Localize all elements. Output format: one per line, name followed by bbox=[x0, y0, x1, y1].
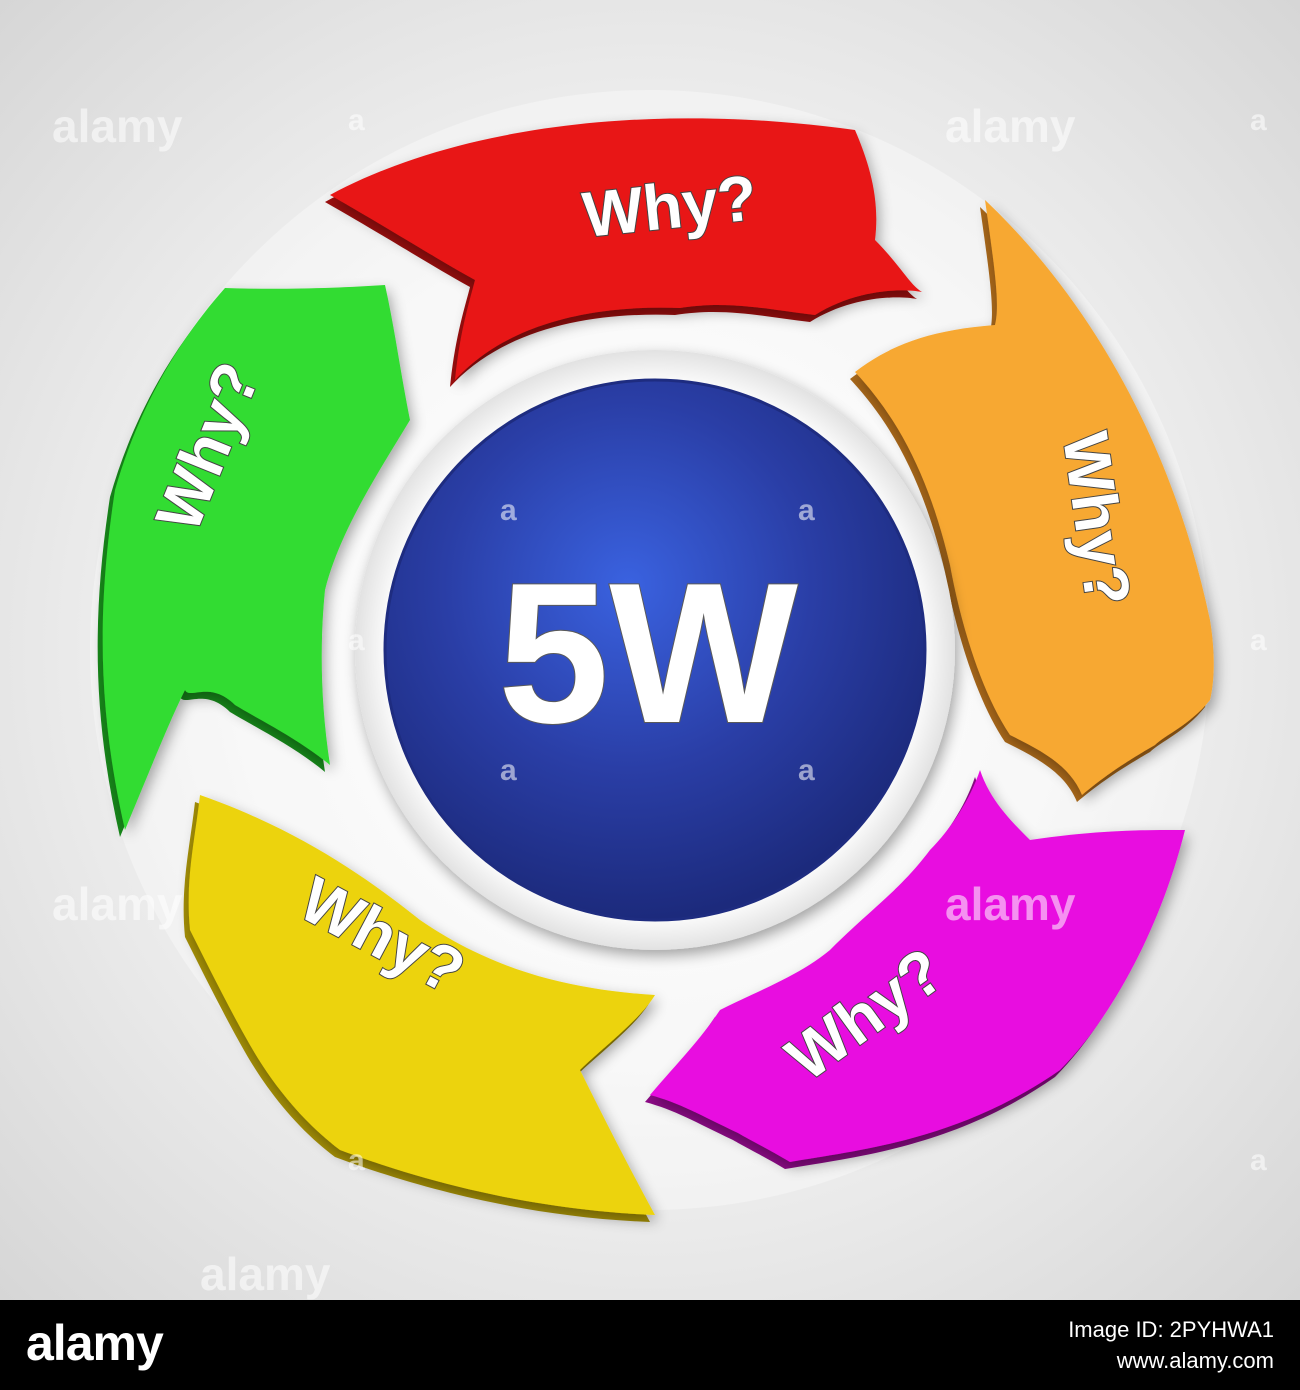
watermark-letter: a bbox=[1250, 624, 1267, 657]
watermark-letter: a bbox=[798, 494, 815, 527]
segments-layer bbox=[97, 118, 1214, 1222]
segment-arrow-3 bbox=[650, 770, 1185, 1162]
watermark-layer: alamy alamy alamy alamy alamy a a a a a a a a a a bbox=[52, 100, 1267, 1300]
watermark-text: alamy bbox=[200, 1248, 331, 1300]
watermark-text: alamy bbox=[945, 100, 1076, 152]
watermark-letter: a bbox=[348, 104, 365, 137]
watermark-text: alamy bbox=[52, 100, 183, 152]
center-label: 5W bbox=[498, 542, 798, 765]
segment-arrow-2 bbox=[855, 200, 1214, 795]
watermark-letter: a bbox=[798, 754, 815, 787]
segment-arrow-5 bbox=[102, 285, 410, 830]
watermark-letter: a bbox=[348, 1144, 365, 1177]
watermark-letter: a bbox=[500, 494, 517, 527]
watermark-text: alamy bbox=[52, 878, 183, 930]
site-url[interactable]: www.alamy.com bbox=[1116, 1348, 1274, 1373]
footer-info: Image ID: 2PYHWA1 www.alamy.com bbox=[1068, 1314, 1274, 1376]
center-disc bbox=[383, 378, 927, 922]
image-id: Image ID: 2PYHWA1 bbox=[1068, 1317, 1274, 1342]
watermark-letter: a bbox=[1250, 104, 1267, 137]
segment-arrow-4 bbox=[188, 795, 656, 1215]
watermark-letter: a bbox=[348, 624, 365, 657]
footer-logo[interactable]: alamy bbox=[26, 1315, 164, 1371]
watermark-letter: a bbox=[500, 754, 517, 787]
footer-bar: alamy Image ID: 2PYHWA1 www.alamy.com bbox=[0, 1300, 1300, 1390]
segment-arrow-1 bbox=[330, 118, 922, 381]
watermark-text: alamy bbox=[945, 878, 1076, 930]
watermark-letter: a bbox=[1250, 1144, 1267, 1177]
